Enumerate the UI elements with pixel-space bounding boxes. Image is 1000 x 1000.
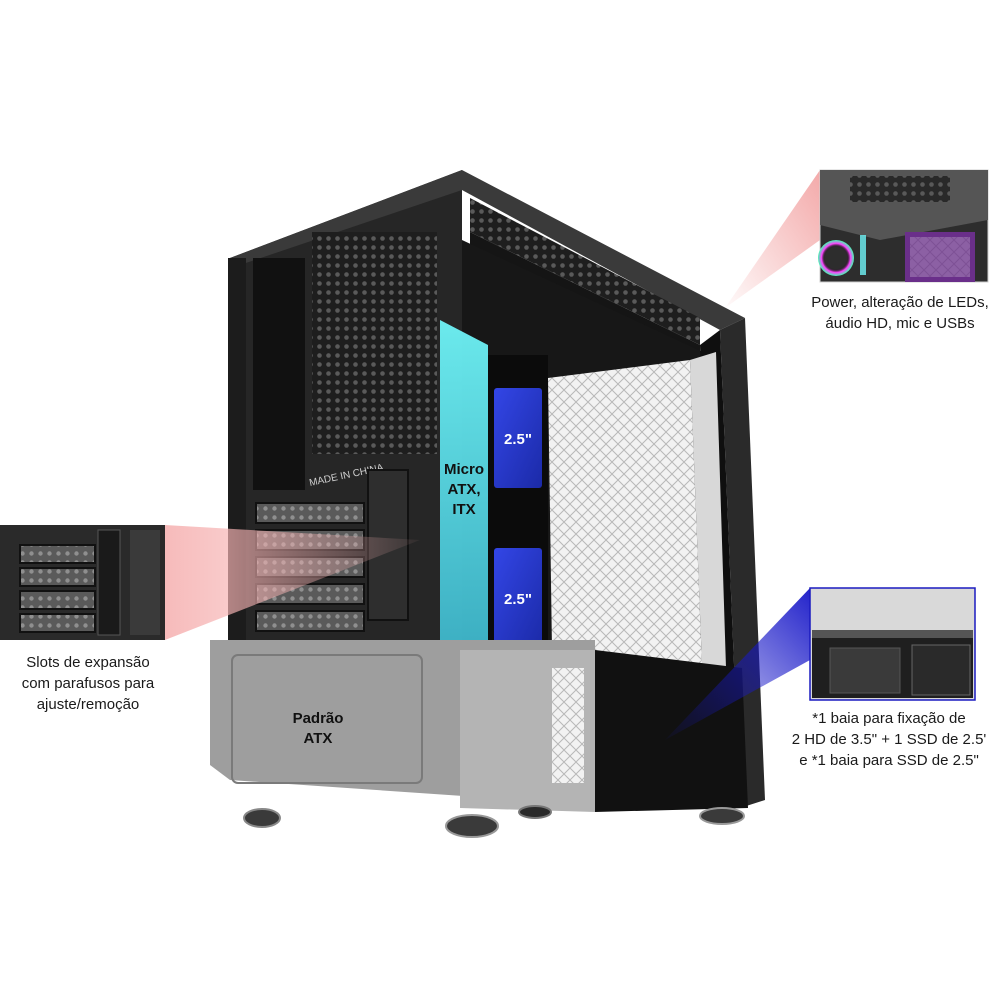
drive-bays-caption-line-2: 2 HD de 3.5" + 1 SSD de 2.5' [791,731,987,748]
rear-fan-mesh [312,232,437,454]
expansion-slots-caption-line-1: Slots de expansão [26,654,150,671]
drive-bays-caption-line-3: e *1 baia para SSD de 2.5" [799,752,979,769]
expansion-slots-caption: Slots de expansão com parafusos para aju… [0,652,176,715]
psu-vent [552,668,584,783]
expansion-slots-inset [0,525,165,640]
motherboard-label-line-3: ITX [452,501,475,518]
drive-bays-caption-line-1: *1 baia para fixação de [812,710,966,727]
rear-io-opening [253,258,305,490]
expansion-slots-caption-line-3: ajuste/remoção [36,696,140,713]
drive-bays-beam [665,588,810,740]
case-feet [243,805,745,838]
motherboard-label-line-2: ATX, [447,481,480,498]
top-mesh [470,198,700,345]
motherboard-highlight [440,320,488,640]
pc-case: MADE IN CHINA [210,170,765,838]
front-white-mesh-edge [690,352,726,668]
motherboard-label-line-1: Micro [444,461,484,478]
front-panel-caption: Power, alteração de LEDs, áudio HD, mic … [800,292,1000,334]
ssd-top-label: 2.5" [504,431,532,448]
expansion-slots-beam [165,525,420,640]
psu-outline [231,654,423,784]
front-white-mesh [548,360,702,665]
front-panel-caption-line-1: Power, alteração de LEDs, [811,294,989,311]
front-panel-beam [725,170,820,308]
drive-bays-inset [809,587,976,701]
front-panel-caption-line-2: áudio HD, mic e USBs [825,315,975,332]
psu-label-line-1: Padrão [293,710,344,727]
drive-bays-caption: *1 baia para fixação de 2 HD de 3.5" + 1… [778,708,1000,771]
front-panel-inset [818,169,989,283]
ssd-tray-bottom [494,548,542,646]
case-top-panel [230,170,745,330]
expansion-slots-caption-line-2: com parafusos para [21,675,155,692]
rgb-fan-icon [818,240,854,276]
ssd-bottom-label: 2.5" [504,591,532,608]
psu-shroud-front [595,650,748,812]
ssd-tray-top [494,388,542,488]
psu-label-line-2: ATX [304,730,333,747]
